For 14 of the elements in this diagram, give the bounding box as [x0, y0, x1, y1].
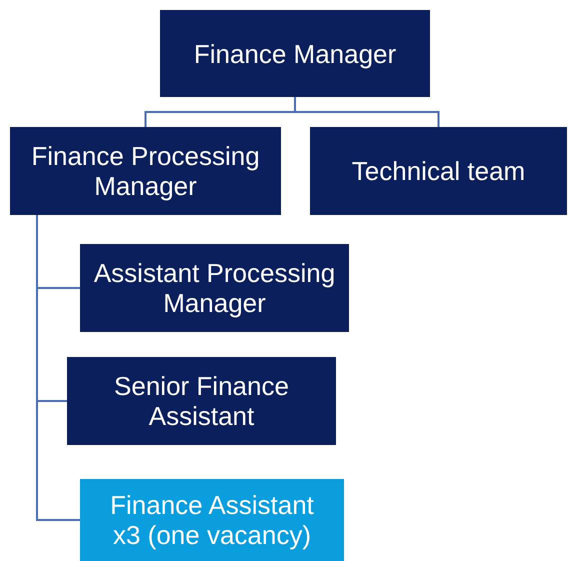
role-title: Finance Processing Manager — [30, 141, 261, 201]
role-title: Finance Assistant x3 (one vacancy) — [109, 490, 315, 550]
role-box — [80, 479, 344, 561]
connector-line — [294, 97, 440, 127]
connector-line — [36, 215, 80, 521]
role-box — [10, 127, 281, 215]
role-title: Senior Finance Assistant — [113, 371, 290, 431]
role-box — [67, 357, 336, 445]
role-box — [310, 127, 567, 215]
role-box — [80, 244, 349, 332]
role-title: Finance Manager — [194, 38, 396, 68]
role-title: Assistant Processing Manager — [92, 258, 336, 318]
role-box — [160, 10, 430, 97]
role-title: Technical team — [352, 156, 526, 186]
